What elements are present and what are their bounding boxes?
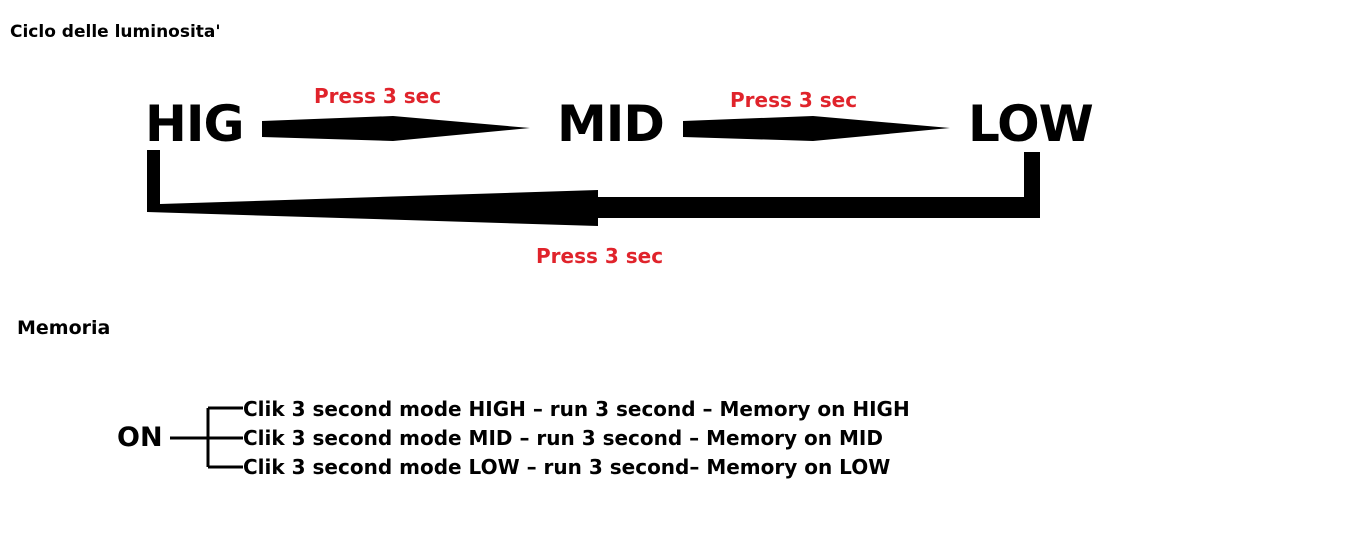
arrow-mid-to-low [683, 116, 950, 141]
on-bracket [170, 406, 243, 469]
memory-line-high: Clik 3 second mode HIGH – run 3 second –… [243, 397, 910, 421]
memory-trigger: ON [117, 422, 163, 453]
label-high-to-mid: Press 3 sec [314, 84, 442, 108]
diagram-title: Ciclo delle luminosita' [10, 22, 221, 42]
memory-heading: Memoria [17, 317, 111, 339]
memory-line-low: Clik 3 second mode LOW – run 3 second– M… [243, 455, 891, 479]
state-mid: MID [557, 95, 665, 153]
label-mid-to-low: Press 3 sec [730, 88, 858, 112]
memory-line-mid: Clik 3 second mode MID – run 3 second – … [243, 426, 883, 450]
state-high: HIG [145, 95, 244, 153]
state-low: LOW [968, 95, 1094, 153]
label-low-to-high: Press 3 sec [536, 244, 664, 268]
arrow-low-to-high [147, 150, 1040, 226]
arrow-high-to-mid [262, 116, 530, 141]
